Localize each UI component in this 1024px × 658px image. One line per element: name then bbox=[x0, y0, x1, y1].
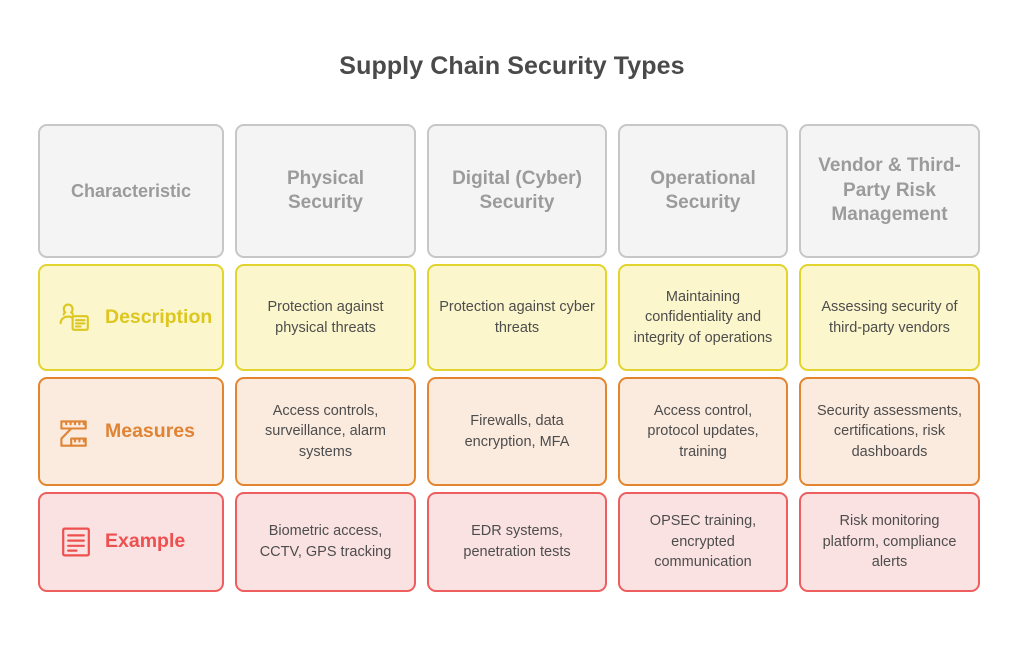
cell-text: Maintaining confidentiality and integrit… bbox=[633, 288, 773, 346]
header-cell-operational-security: Operational Security bbox=[618, 124, 788, 258]
cell-text: Biometric access, CCTV, GPS tracking bbox=[259, 523, 392, 560]
cell-example-physical: Biometric access, CCTV, GPS tracking bbox=[235, 492, 416, 592]
cell-text: Protection against cyber threats bbox=[439, 298, 595, 336]
cell-example-digital: EDR systems, penetration tests bbox=[427, 492, 607, 592]
cell-text: Firewalls, data encryption, MFA bbox=[464, 412, 570, 450]
cell-text: Assessing security of third-party vendor… bbox=[821, 298, 958, 336]
row-label-measures: Measures bbox=[105, 419, 195, 442]
page-title: Supply Chain Security Types bbox=[339, 52, 685, 80]
row-label-example: Example bbox=[105, 530, 186, 553]
cell-text: Access controls, surveillance, alarm sys… bbox=[265, 402, 386, 460]
row-label-description: Description bbox=[105, 305, 213, 328]
cell-measures-operational: Access control, protocol updates, traini… bbox=[618, 377, 788, 486]
header-label-digital-security: Digital (Cyber) Security bbox=[452, 168, 582, 213]
cell-text: EDR systems, penetration tests bbox=[463, 523, 571, 560]
measuring-tape-icon bbox=[56, 412, 96, 452]
cell-text: Risk monitoring platform, compliance ale… bbox=[822, 513, 957, 571]
row-label-cell-measures: Measures bbox=[38, 377, 224, 486]
row-label-cell-example: Example bbox=[38, 492, 224, 592]
header-label-vendor-risk-management: Vendor & Third-Party Risk Management bbox=[818, 154, 961, 226]
header-cell-physical-security: Physical Security bbox=[235, 124, 416, 258]
header-cell-vendor-risk-management: Vendor & Third-Party Risk Management bbox=[799, 124, 980, 258]
header-cell-digital-security: Digital (Cyber) Security bbox=[427, 124, 607, 258]
header-label-characteristic: Characteristic bbox=[70, 180, 192, 201]
person-document-icon bbox=[56, 298, 96, 338]
document-lines-icon bbox=[56, 522, 96, 562]
cell-measures-digital: Firewalls, data encryption, MFA bbox=[427, 377, 607, 486]
cell-example-operational: OPSEC training, encrypted communication bbox=[618, 492, 788, 592]
cell-example-vendor: Risk monitoring platform, compliance ale… bbox=[799, 492, 980, 592]
cell-description-operational: Maintaining confidentiality and integrit… bbox=[618, 264, 788, 371]
cell-description-digital: Protection against cyber threats bbox=[427, 264, 607, 371]
cell-measures-vendor: Security assessments, certifications, ri… bbox=[799, 377, 980, 486]
cell-text: Access control, protocol updates, traini… bbox=[647, 402, 759, 460]
cell-text: OPSEC training, encrypted communication bbox=[649, 513, 757, 571]
cell-text: Security assessments, certifications, ri… bbox=[816, 402, 963, 460]
header-cell-characteristic: Characteristic bbox=[38, 124, 224, 258]
cell-description-physical: Protection against physical threats bbox=[235, 264, 416, 371]
cell-text: Protection against physical threats bbox=[267, 298, 384, 336]
row-label-cell-description: Description bbox=[38, 264, 224, 371]
cell-measures-physical: Access controls, surveillance, alarm sys… bbox=[235, 377, 416, 486]
cell-description-vendor: Assessing security of third-party vendor… bbox=[799, 264, 980, 371]
header-label-operational-security: Operational Security bbox=[650, 168, 756, 213]
header-label-physical-security: Physical Security bbox=[286, 168, 365, 213]
comparison-table: Characteristic Physical Security Digital… bbox=[38, 124, 980, 592]
